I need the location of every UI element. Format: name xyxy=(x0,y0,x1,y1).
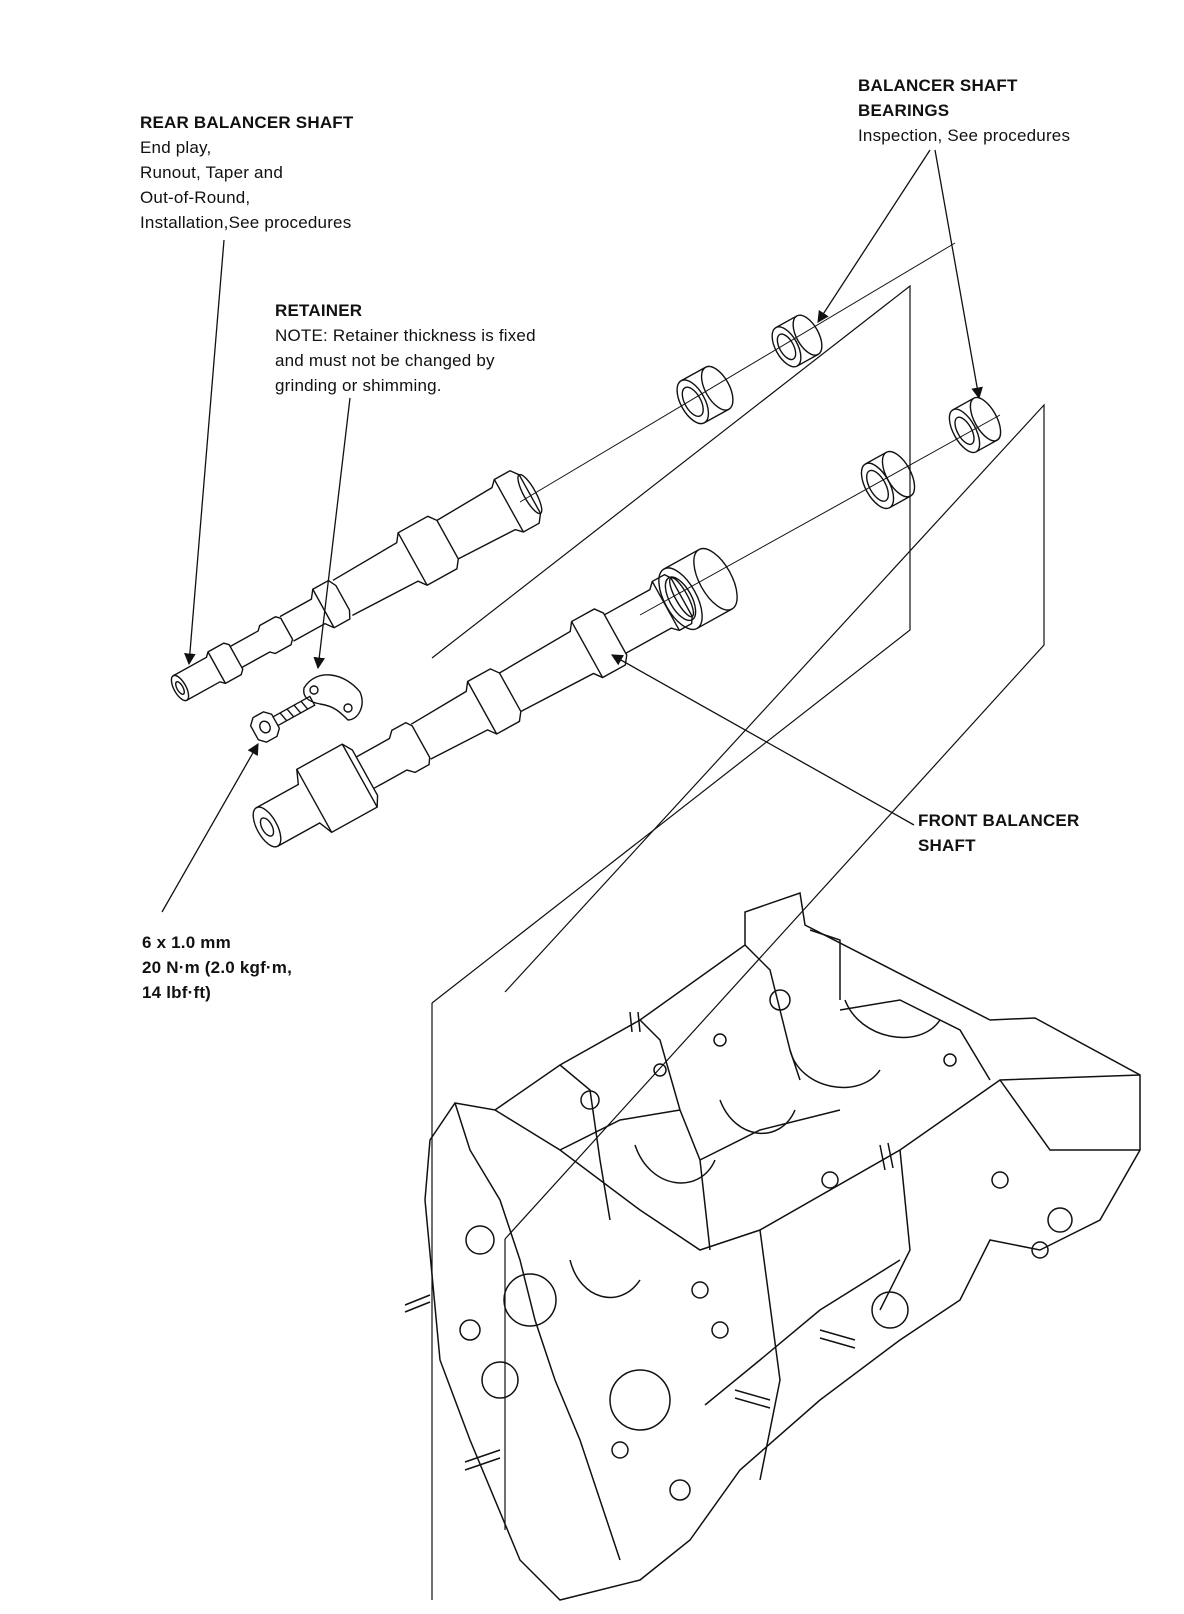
front-balancer-shaft-line-1: FRONT BALANCER xyxy=(918,811,1080,830)
retainer-plate xyxy=(303,674,363,721)
bearings-title-line-2: BEARINGS xyxy=(858,101,950,120)
retainer-note-line-1: NOTE: Retainer thickness is fixed xyxy=(275,326,536,345)
leader-bearing-1 xyxy=(817,149,931,323)
rear-balancer-shaft-line-1: End play, xyxy=(140,138,212,157)
retainer-note-line-2: and must not be changed by xyxy=(275,351,495,370)
bolt-spec-size: 6 x 1.0 mm xyxy=(142,933,231,952)
rear-balancer-shaft xyxy=(170,469,543,702)
retainer-note-line-3: grinding or shimming. xyxy=(275,376,442,395)
leader-retainer xyxy=(313,397,351,670)
label-rear-balancer-shaft: REAR BALANCER SHAFT End play, Runout, Ta… xyxy=(140,110,353,235)
leader-front-balancer-shaft xyxy=(610,654,915,826)
leader-bolt xyxy=(161,742,259,913)
front-shaft-bearing-3 xyxy=(948,396,1002,454)
label-bolt-spec: 6 x 1.0 mm 20 N·m (2.0 kgf·m, 14 lbf·ft) xyxy=(142,930,292,1005)
label-balancer-shaft-bearings: BALANCER SHAFT BEARINGS Inspection, See … xyxy=(858,73,1070,148)
rear-balancer-shaft-title: REAR BALANCER SHAFT xyxy=(140,113,354,132)
bearings-note: Inspection, See procedures xyxy=(858,126,1071,145)
rear-shaft-bearing-2 xyxy=(771,314,823,368)
bolt-spec-torque-line-2: 14 lbf·ft) xyxy=(142,983,212,1002)
rear-shaft-axis xyxy=(519,242,956,503)
assembly-frame-lines xyxy=(431,284,1045,1600)
retainer-title: RETAINER xyxy=(275,301,363,320)
bolt-spec-torque-line-1: 20 N·m (2.0 kgf·m, xyxy=(142,958,293,977)
front-balancer-shaft-line-2: SHAFT xyxy=(918,836,976,855)
engine-block xyxy=(404,891,1141,1601)
rear-balancer-shaft-line-4: Installation,See procedures xyxy=(140,213,352,232)
bolt xyxy=(249,695,316,743)
front-balancer-shaft xyxy=(252,573,695,848)
label-front-balancer-shaft: FRONT BALANCER SHAFT xyxy=(918,808,1079,858)
rear-shaft-bearing-1 xyxy=(676,365,734,425)
leader-bearing-2 xyxy=(934,149,983,400)
front-shaft-bearing-2 xyxy=(860,450,916,510)
label-retainer: RETAINER NOTE: Retainer thickness is fix… xyxy=(275,298,536,398)
rear-balancer-shaft-line-3: Out-of-Round, xyxy=(140,188,251,207)
bearings-title-line-1: BALANCER SHAFT xyxy=(858,76,1018,95)
rear-balancer-shaft-line-2: Runout, Taper and xyxy=(140,163,283,182)
leader-rear-balancer-shaft xyxy=(184,239,225,666)
front-shaft-bearing-1 xyxy=(658,547,738,631)
front-shaft-axis xyxy=(639,414,1001,616)
